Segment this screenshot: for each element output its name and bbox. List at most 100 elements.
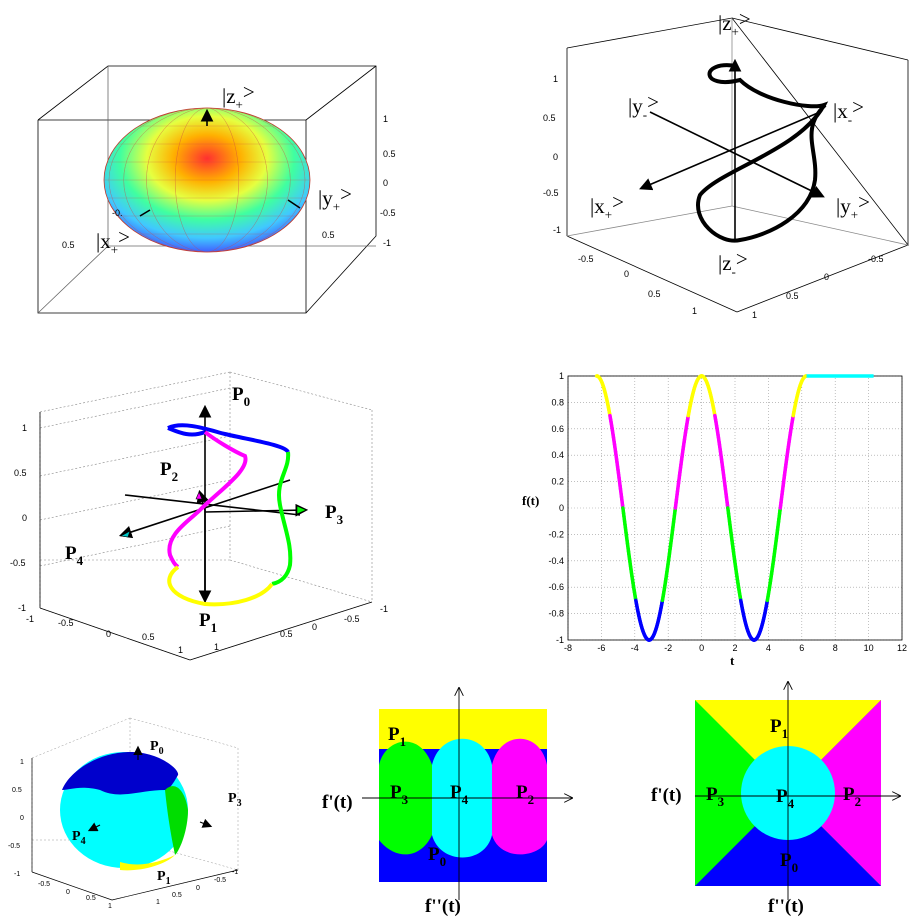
label-z-plus: |z+>	[222, 80, 255, 112]
panel-ft-chart: -1-0.8-0.6-0.4-0.200.20.40.60.81 -8-6-4-…	[522, 371, 907, 668]
svg-text:0.5: 0.5	[543, 113, 556, 123]
x-tick-label: 12	[897, 643, 907, 653]
label-p3: P3	[390, 782, 409, 807]
trajectory-curve	[696, 63, 829, 243]
panel-trajectory: |z+> |y-> |x-> |x+> |y+> |z-> 1 0.5 0 -0…	[543, 7, 909, 320]
label-z-plus: |z+>	[718, 7, 751, 39]
label-p1: P1	[199, 610, 217, 635]
label-y-minus: |y->	[628, 90, 659, 122]
panel3-ticks: 1 0.5 0 -0.5 -1 -1 -0.5 0 0.5 1 1 0.5 0 …	[10, 423, 388, 655]
svg-text:0: 0	[22, 513, 27, 523]
y-tick-label: -0.4	[548, 556, 564, 566]
svg-text:1: 1	[20, 759, 24, 766]
svg-text:0.5: 0.5	[786, 291, 799, 301]
svg-text:0.5: 0.5	[322, 230, 335, 240]
svg-text:1: 1	[178, 645, 183, 655]
curve-green	[271, 451, 293, 586]
y-plus-arrow	[287, 199, 301, 209]
sphere-green-region	[165, 786, 188, 855]
chart-grid	[567, 375, 903, 641]
y-tick-label: -0.2	[548, 529, 564, 539]
y-tick-label: -0.8	[548, 609, 564, 619]
label-y-plus: |y+>	[318, 182, 352, 214]
bloch-sphere	[103, 107, 311, 253]
label-p2: P2	[516, 782, 534, 807]
x-tick-label: 6	[799, 643, 804, 653]
x-tick-label: -6	[597, 643, 605, 653]
label-p4: P4	[65, 543, 84, 568]
sphere-yellow-region	[120, 855, 175, 871]
svg-text:-0.5: -0.5	[8, 843, 20, 850]
y-tick-label: 0.4	[551, 450, 564, 460]
x-tick-label: 8	[833, 643, 838, 653]
label-p0: P0	[780, 850, 798, 875]
y-tick-label: 0.8	[551, 397, 564, 407]
panel-colored-curve: P0 P2 P3 P4 P1 1 0.5 0 -0.5 -1 -1 -0.5 0…	[10, 371, 388, 661]
svg-text:0.5: 0.5	[648, 289, 661, 299]
label-x-plus: |x+>	[96, 225, 130, 257]
p3-arrow	[204, 503, 309, 517]
label-p3: P3	[228, 791, 242, 809]
svg-text:-0.5: -0.5	[344, 614, 360, 624]
x-tick-label: 2	[732, 643, 737, 653]
svg-text:0.5: 0.5	[12, 787, 22, 794]
y-tick-label: 0.6	[551, 424, 564, 434]
y-tick-label: 1	[559, 371, 564, 381]
svg-text:-0.5: -0.5	[380, 208, 396, 218]
x-tick-label: 10	[864, 643, 874, 653]
svg-text:-0.5: -0.5	[578, 254, 594, 264]
panel-phase-map-b: P1 P3 P4 P2 P0 f'(t) f''(t)	[651, 682, 900, 917]
panel2-ticks: 1 0.5 0 -0.5 -1 -0.5 0 0.5 1 -0.5 0 0.5 …	[543, 74, 884, 320]
svg-text:0.5: 0.5	[280, 629, 293, 639]
svg-text:-0.5: -0.5	[214, 877, 226, 884]
svg-text:-1: -1	[14, 871, 20, 878]
label-y-plus: |y+>	[836, 190, 870, 222]
svg-text:-0.5: -0.5	[10, 558, 26, 568]
label-p4: P4	[776, 786, 795, 811]
svg-text:0.5: 0.5	[142, 632, 155, 642]
curve-yellow	[167, 565, 274, 607]
region-p2	[492, 738, 547, 855]
chart-series	[594, 374, 874, 642]
svg-text:0: 0	[553, 152, 558, 162]
x-axis-label: t	[730, 653, 735, 668]
panel-phase-map-a: P1 P3 P4 P2 P0 f'(t) f''(t)	[322, 688, 572, 917]
panel1-ticks: 1 0.5 0 -0.5 -1 0.5 -0. 0.5	[62, 114, 396, 250]
y-axis-arrow	[649, 111, 825, 198]
svg-text:-0.5: -0.5	[38, 881, 50, 888]
chart-frame	[567, 375, 903, 641]
y-tick-label: 0.2	[551, 477, 564, 487]
svg-text:1: 1	[383, 114, 388, 124]
svg-text:-1: -1	[553, 225, 561, 235]
svg-text:-0.: -0.	[112, 208, 123, 218]
svg-text:-1: -1	[18, 603, 26, 613]
panel-colored-sphere: P0 P3 P4 P1 1 0.5 0 -0.5 -1 -0.5 0 0.5 1…	[8, 717, 242, 910]
label-p0: P0	[232, 384, 250, 409]
svg-text:0: 0	[824, 272, 829, 282]
panel-sphere-wireframe: |z+> |y+> |x+> 1 0.5 0 -0.5 -1 0.5 -0. 0…	[37, 65, 396, 314]
svg-text:-1: -1	[26, 614, 34, 624]
y-tick-labels: -1-0.8-0.6-0.4-0.200.20.40.60.81	[548, 371, 564, 645]
svg-text:1: 1	[214, 642, 219, 652]
label-p1: P1	[157, 869, 171, 887]
label-fdoubleprime: f''(t)	[425, 896, 461, 917]
label-x-minus: |x->	[833, 95, 864, 127]
svg-text:-1: -1	[380, 604, 388, 614]
svg-text:1: 1	[752, 310, 757, 320]
svg-text:0: 0	[383, 178, 388, 188]
svg-text:0: 0	[312, 622, 317, 632]
label-p0: P0	[150, 739, 164, 757]
svg-text:0: 0	[106, 629, 111, 639]
x-tick-label: 0	[699, 643, 704, 653]
x-tick-label: 4	[766, 643, 771, 653]
svg-text:0.5: 0.5	[383, 149, 396, 159]
label-p3: P3	[706, 784, 725, 809]
curve-magenta	[167, 430, 248, 569]
label-p4: P4	[72, 829, 86, 847]
y-tick-label: 0	[559, 503, 564, 513]
x-tick-label: -8	[564, 643, 572, 653]
x-tick-label: -4	[631, 643, 639, 653]
label-p2: P2	[160, 459, 178, 484]
svg-text:1: 1	[692, 306, 697, 316]
